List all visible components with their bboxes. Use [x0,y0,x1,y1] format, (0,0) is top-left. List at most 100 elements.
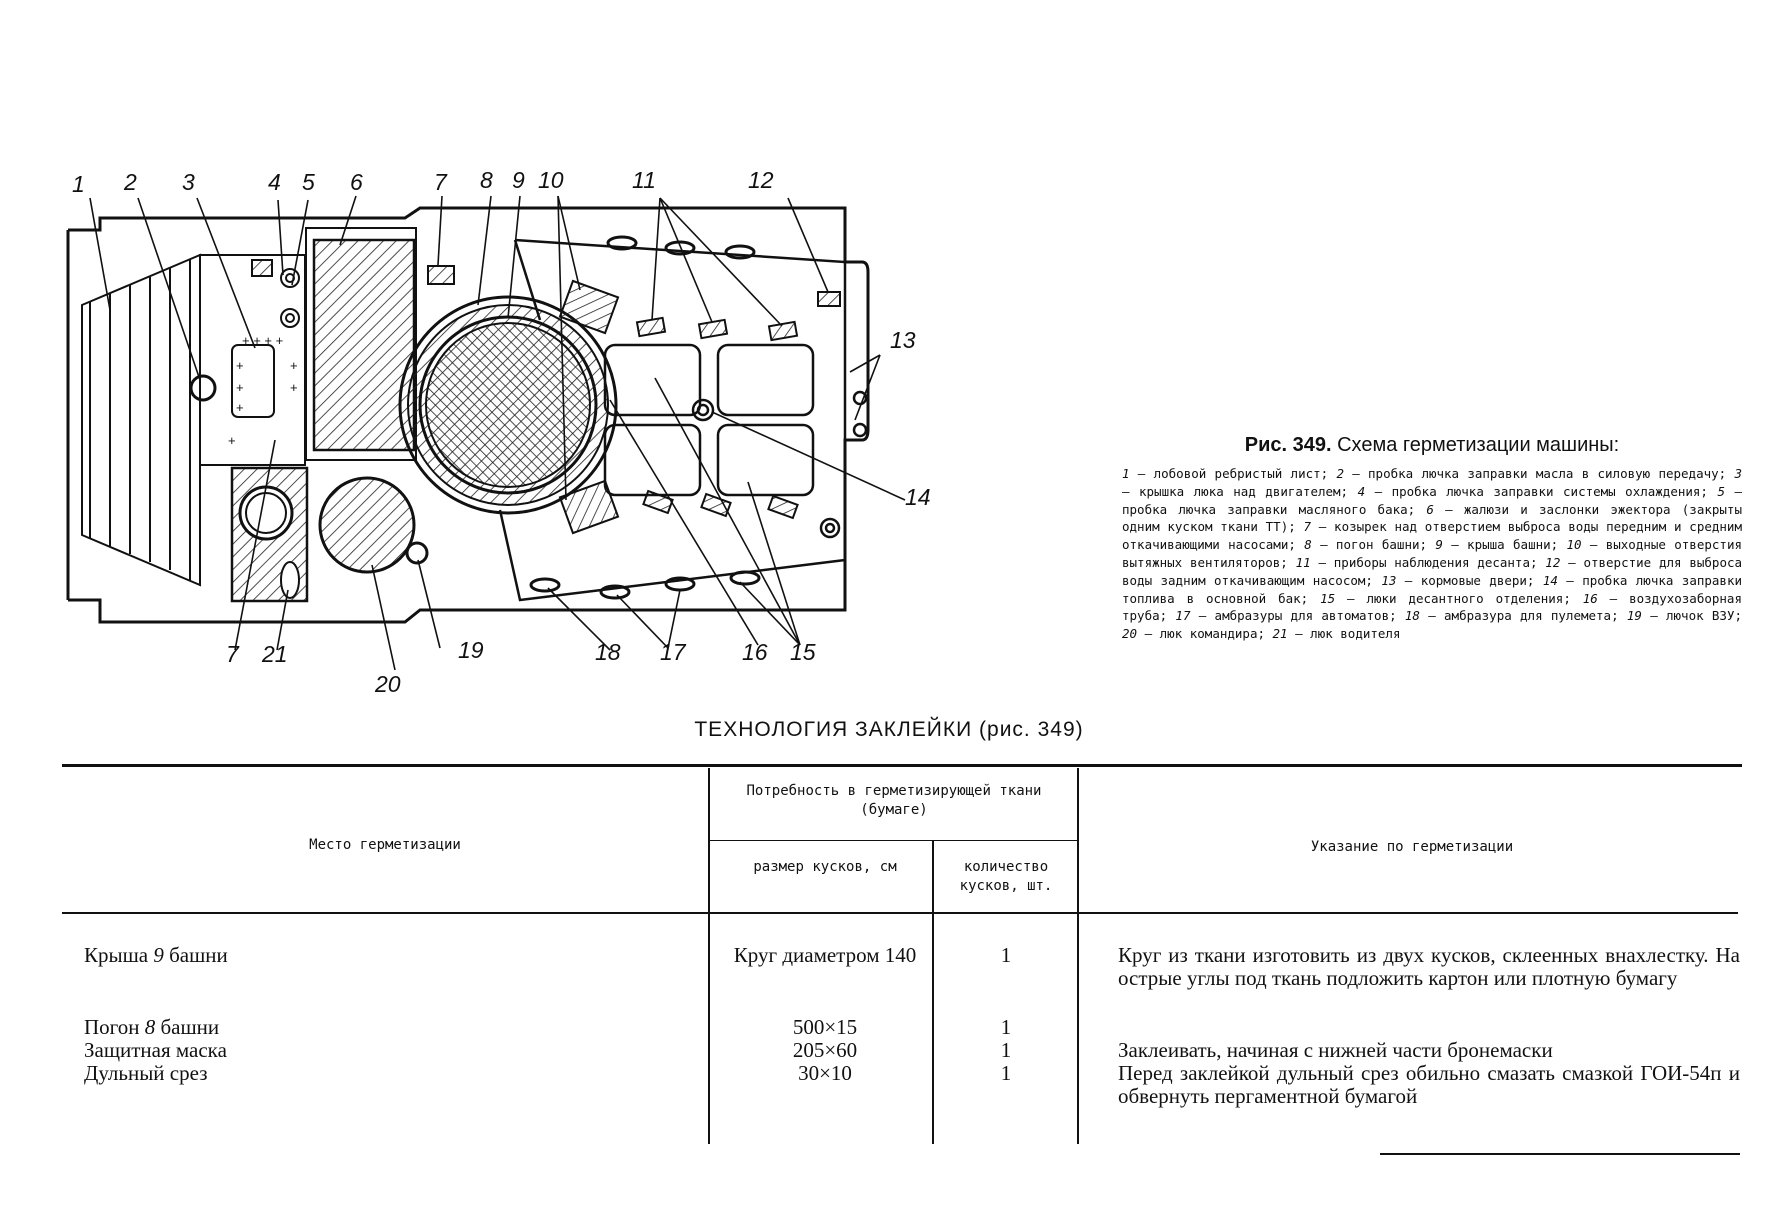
legend-number: 8 [1304,537,1312,553]
row-instruction: Круг из ткани изготовить из двух кусков,… [1118,943,1740,990]
legend-number: 2 [1336,466,1344,481]
legend-number: 10 [1566,537,1582,553]
callout: 11 [632,167,656,193]
legend-text: — амбразура для пулемета; [1419,608,1627,624]
col-divider [932,840,934,1144]
header-place: Место герметизации [309,837,461,853]
legend-number: 20 [1122,626,1138,642]
table-end-mark [1380,1153,1740,1155]
legend-number: 13 [1381,572,1397,588]
row-size: 500×15 [792,1015,858,1039]
legend-number: 6 [1426,501,1434,517]
figure-caption: Рис. 349. Схема герметизации машины: 1 —… [1122,434,1742,643]
legend-number: 3 [1734,466,1742,481]
callout: 17 [660,639,687,665]
legend-number: 17 [1175,608,1191,624]
legend-text: — люк командира; [1137,626,1273,642]
legend-text: — лобовой ребристый лист; [1129,466,1337,481]
legend-item: 11 — приборы наблюдения десанта; [1296,555,1546,570]
legend-item: 7 — козырек над отверстием выброса воды … [1122,519,1742,552]
legend-item: 3 — крышка люка над двигателем; [1122,466,1742,499]
caption-legend: 1 — лобовой ребристый лист; 2 — пробка л… [1122,465,1742,643]
callout: 13 [890,327,916,353]
table-top-rule [62,764,1742,767]
legend-item: 17 — амбразуры для автоматов; [1175,608,1404,623]
legend-item: 10 — выходные отверстия вытяжных вентиля… [1122,537,1742,570]
leader-lines [89,195,906,671]
legend-text: — кормовые двери; [1396,572,1543,588]
callout: 15 [790,639,816,665]
caption-title: Рис. 349. Схема герметизации машины: [1122,434,1742,457]
callout-numbers: 1 2 3 4 5 6 7 8 9 10 11 12 13 14 15 16 1… [72,167,931,697]
table-header-rule [62,912,1738,914]
callout: 19 [458,637,484,663]
svg-text:+: + [236,380,244,395]
legend-item: 19 — лючок ВЗУ; [1627,608,1742,623]
svg-text:+ + + +: + + + + [242,333,283,348]
legend-text: — жалюзи и заслонки эжектора (закрыты од… [1122,501,1742,535]
callout: 18 [595,639,621,665]
row-size: 205×60 [792,1038,858,1062]
turret [398,295,618,515]
air-intake-hatch [405,541,429,565]
table-title-text: ТЕХНОЛОГИЯ ЗАКЛЕЙКИ [694,718,973,741]
subheader-rule [710,840,1078,841]
legend-text: — козырек над отверстием выброса воды пе… [1122,519,1742,553]
row-size: 30×10 [798,1061,852,1085]
callout: 3 [182,169,195,195]
legend-text: — амбразуры для автоматов; [1190,608,1405,624]
callout: 10 [538,167,564,193]
legend-text: — крыша башни; [1442,537,1567,553]
callout: 5 [302,169,315,195]
legend-text: — погон башни; [1311,537,1436,553]
commander-hatch [318,476,416,574]
svg-text:+: + [290,380,298,395]
svg-text:+: + [236,400,244,415]
row-place: Защитная маска [84,1038,227,1062]
callout: 7 [226,641,240,667]
row-place: Дульный срез [84,1061,208,1085]
row-count: 1 [1000,1038,1012,1062]
legend-item: 5 — пробка лючка заправки масляного бака… [1122,484,1742,517]
legend-item: 13 — кормовые двери; [1381,573,1543,588]
legend-number: 12 [1545,554,1561,570]
legend-item: 2 — пробка лючка заправки масла в силову… [1336,466,1734,481]
legend-number: 16 [1582,590,1598,606]
header-instruction: Указание по герметизации [1310,839,1514,855]
legend-number: 14 [1542,572,1558,588]
table-title-ref: (рис. 349) [979,718,1084,741]
col-divider [708,768,710,1144]
svg-text:+: + [228,433,236,448]
legend-item: 16 — воздухозаборная труба; [1122,591,1742,624]
callout: 21 [261,641,288,667]
observation-devices [635,291,841,520]
legend-text: — крышка люка над двигателем; [1122,483,1358,499]
table-title: ТЕХНОЛОГИЯ ЗАКЛЕЙКИ (рис. 349) [0,718,1778,742]
legend-text: — люк водителя [1287,626,1401,642]
callout: 2 [123,169,137,195]
legend-item: 18 — амбразура для пулемета; [1405,608,1627,623]
row-count: 1 [1000,943,1012,967]
legend-text: — лючок ВЗУ; [1641,608,1742,624]
callout: 8 [480,167,493,193]
header-count: количество кусков, шт. [959,859,1053,894]
legend-text: — пробка лючка заправки топлива в основн… [1122,572,1742,606]
legend-number: 1 [1122,466,1130,481]
legend-number: 4 [1357,483,1366,499]
oil-filler-plug [189,374,217,402]
callout: 16 [742,639,768,665]
legend-item: 6 — жалюзи и заслонки эжектора (закрыты … [1122,502,1742,535]
legend-item: 4 — пробка лючка заправки системы охлажд… [1358,484,1718,499]
svg-text:+: + [290,358,298,373]
legend-number: 15 [1320,590,1336,606]
row-size: Круг диаметром 140 [733,943,917,967]
callout: 6 [350,169,363,195]
callout: 9 [512,167,525,193]
legend-number: 9 [1435,537,1443,553]
svg-text:+: + [236,358,244,373]
fan-outlet [558,479,620,535]
header-size: размер кусков, см [753,859,897,875]
legend-text: — пробка лючка заправки масляного бака; [1122,483,1742,517]
legend-text: — люки десантного отделения; [1335,590,1583,606]
